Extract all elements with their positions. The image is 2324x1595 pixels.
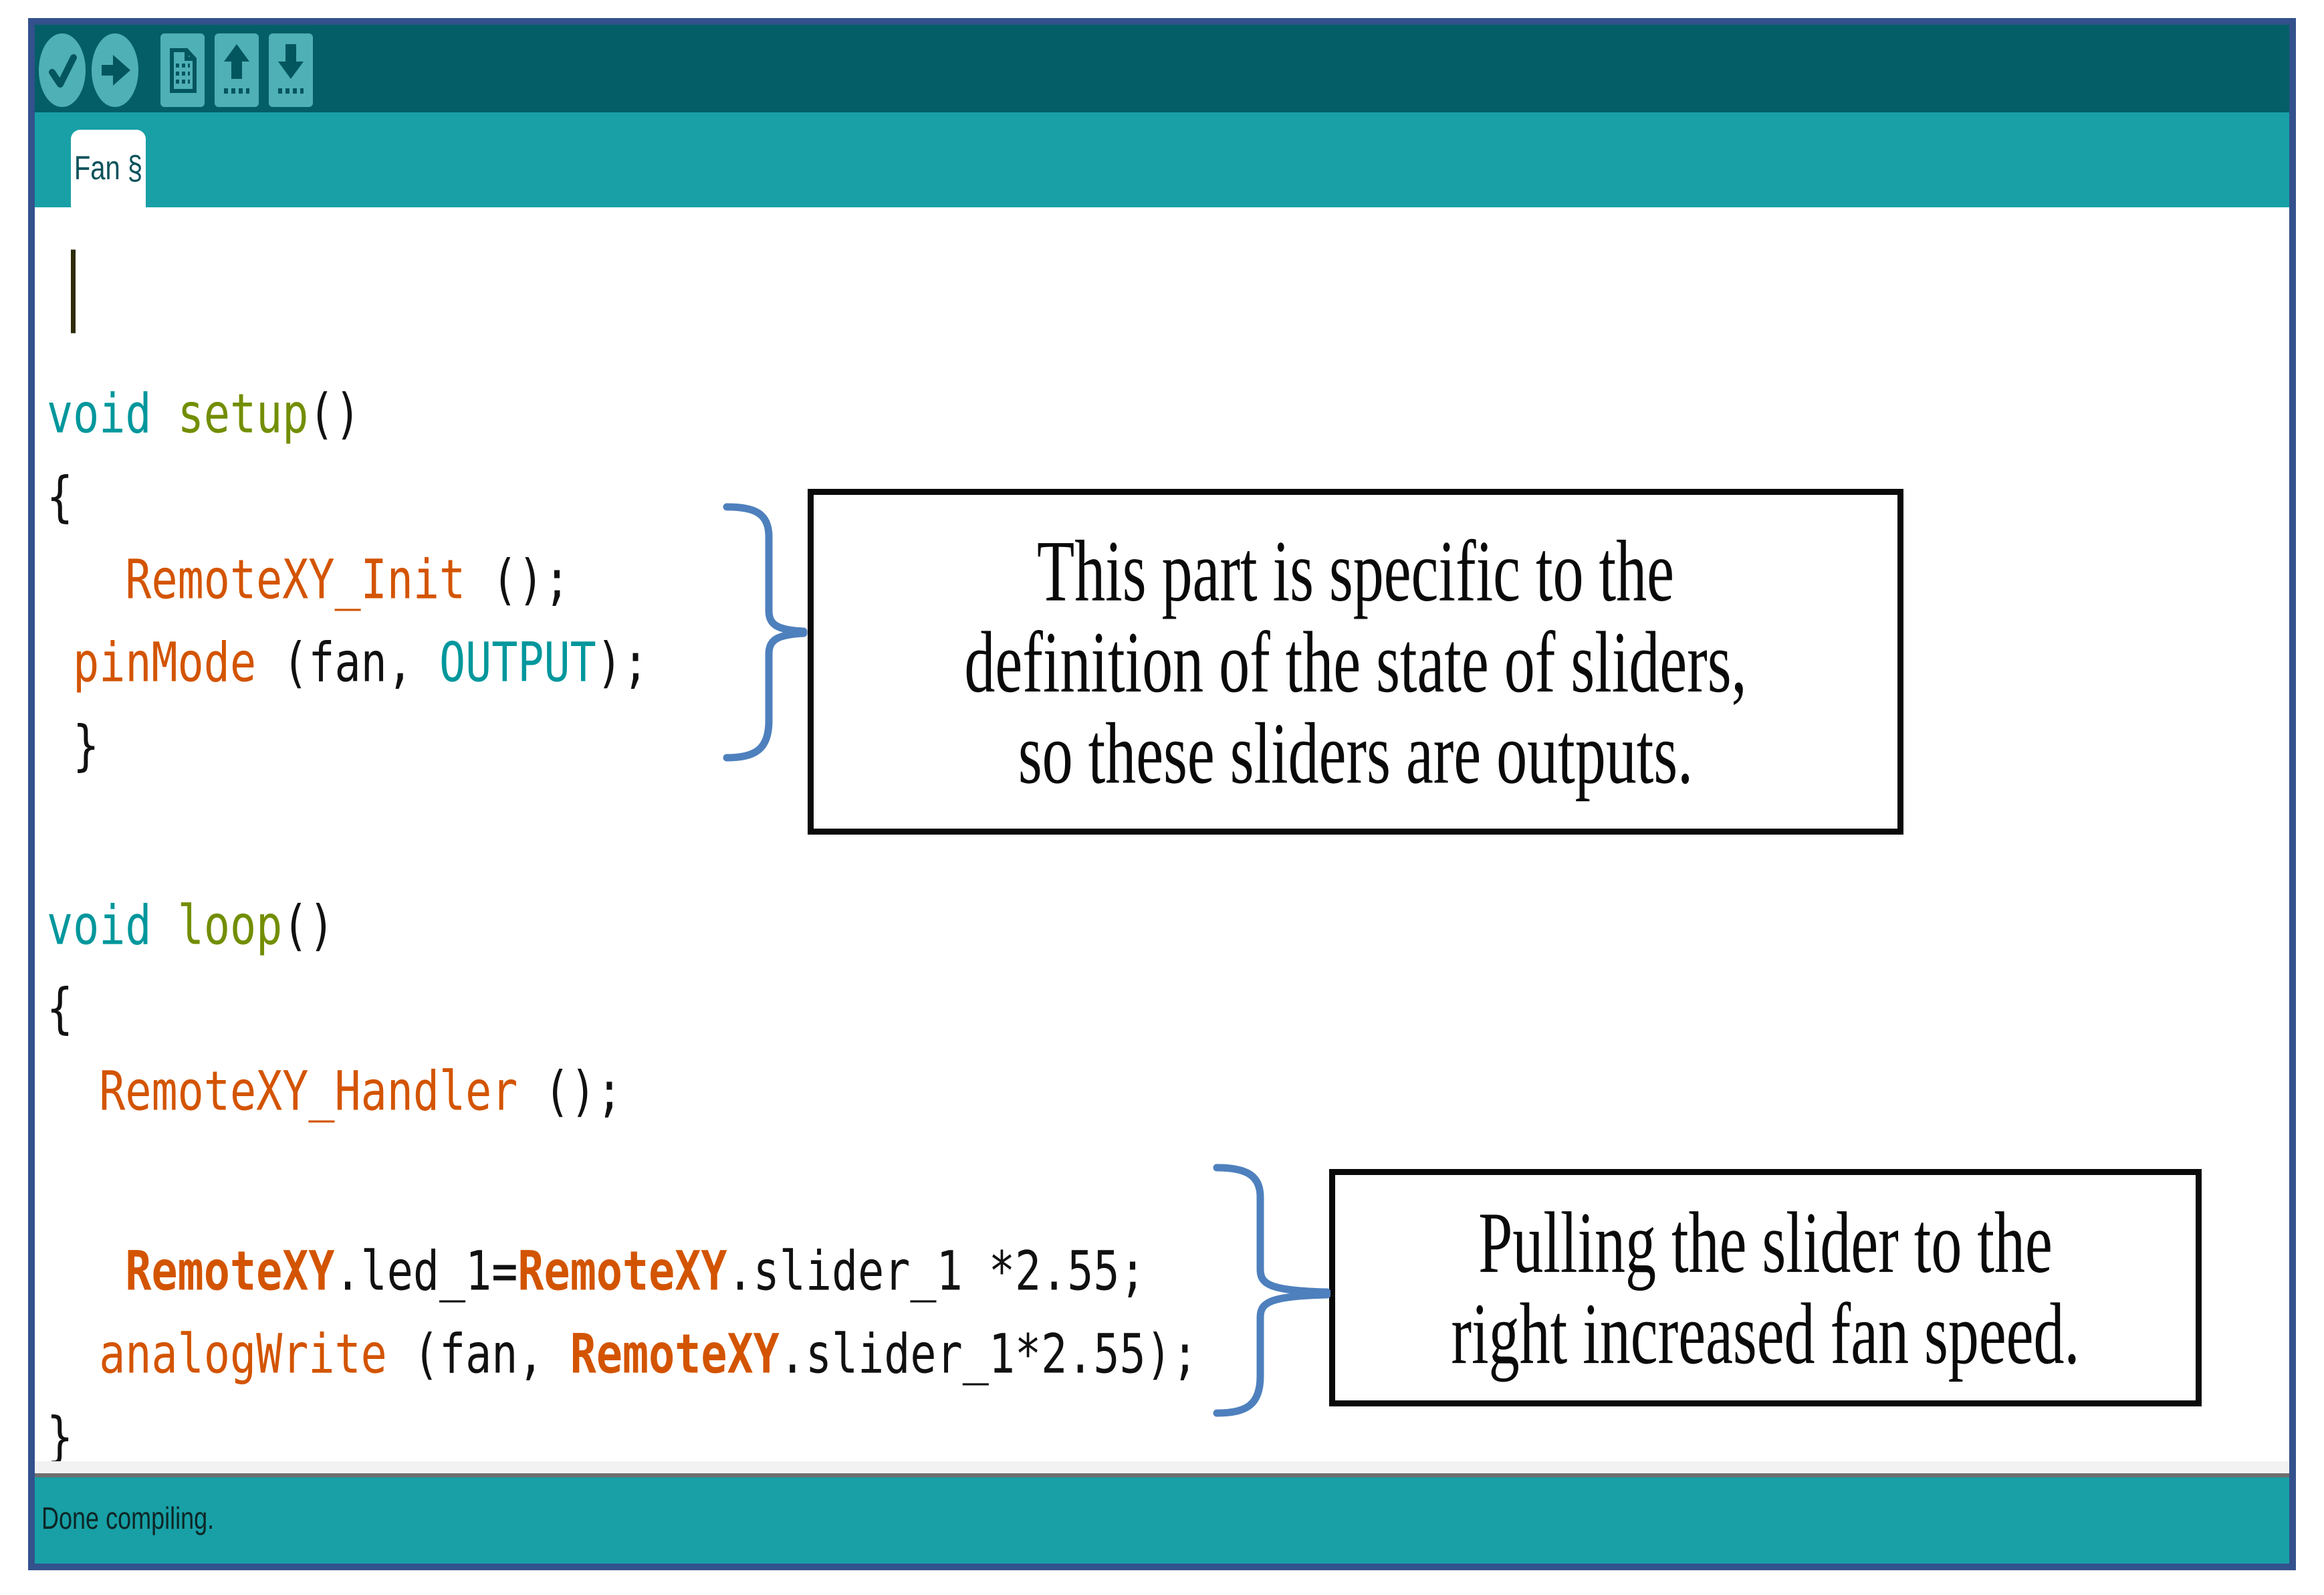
tab-bar: Fan § (35, 112, 2289, 207)
toolbar (35, 25, 2289, 112)
code-line: RemoteXY_Init (); (47, 529, 2289, 633)
code-token: { (47, 465, 74, 529)
upload-button[interactable] (92, 33, 138, 107)
code-token: } (47, 1406, 74, 1462)
curly-brace-connector-2 (1213, 1164, 1330, 1417)
code-line: void setup() (47, 363, 2289, 467)
code-token (47, 1323, 99, 1386)
code-token: .slider_1 *2.55; (727, 1240, 1146, 1303)
code-token: (fan, (256, 631, 440, 695)
code-line (47, 237, 2289, 341)
code-token: () (282, 894, 335, 958)
code-token: analogWrite (99, 1323, 387, 1386)
status-message: Done compiling. (41, 1500, 215, 1536)
code-token: RemoteXY (570, 1323, 780, 1386)
divider-line (35, 1473, 2289, 1477)
code-token: .led_1= (334, 1240, 518, 1303)
code-line: RemoteXY_Handler (); (47, 1041, 2289, 1144)
check-icon (39, 33, 86, 107)
code-token: .slider_1*2.55); (779, 1323, 1198, 1386)
code-token (47, 549, 125, 612)
annotation-line: This part is specific to the (1037, 522, 1674, 619)
code-token: RemoteXY (125, 1240, 335, 1303)
code-token: (); (517, 1060, 622, 1124)
document-icon (160, 33, 205, 107)
text-cursor (71, 249, 76, 334)
code-line: pinMode (fan, OUTPUT); (47, 612, 2289, 716)
code-token: (fan, (386, 1323, 570, 1386)
tab-label: Fan § (74, 149, 143, 187)
code-line: } (47, 695, 2289, 799)
code-token (47, 632, 73, 695)
save-button[interactable] (269, 33, 313, 107)
code-token (47, 1241, 125, 1303)
code-token: pinMode (73, 631, 257, 695)
new-sketch-button[interactable] (160, 33, 205, 107)
verify-button[interactable] (39, 33, 86, 107)
code-token: (); (465, 548, 570, 612)
arrow-right-icon (92, 33, 138, 107)
code-token: void (47, 383, 152, 446)
code-token: RemoteXY_Init (125, 548, 466, 612)
code-token: ); (596, 631, 649, 695)
code-line: { (47, 958, 2289, 1061)
annotation-line: so these sliders are outputs. (1018, 704, 1694, 802)
arrow-up-icon (215, 33, 259, 107)
status-bar: Done compiling. (35, 1477, 2289, 1564)
code-token: void (47, 894, 152, 958)
code-token: { (47, 977, 74, 1041)
code-line: analogWrite (fan, RemoteXY.slider_1*2.55… (47, 1303, 2289, 1407)
code-line: } (47, 1386, 2289, 1462)
arrow-down-icon (269, 33, 313, 107)
arduino-ide-window: Fan § void setup(){ RemoteXY_Init (); pi… (28, 18, 2296, 1570)
annotation-line: right increased fan speed. (1451, 1285, 2080, 1382)
code-token (47, 1061, 99, 1124)
code-token: OUTPUT (439, 631, 596, 695)
code-token: RemoteXY_Handler (99, 1060, 518, 1124)
code-token: } (47, 714, 100, 778)
curly-brace-connector-1 (723, 503, 808, 762)
code-token (152, 383, 178, 446)
code-token: RemoteXY (517, 1240, 727, 1303)
annotation-line: definition of the state of sliders, (964, 613, 1747, 710)
code-line: { (47, 446, 2289, 550)
code-token: loop (177, 894, 283, 958)
code-line: void loop() (47, 875, 2289, 978)
code-token: () (308, 383, 361, 446)
editor-console-divider (35, 1461, 2289, 1473)
tab-fan[interactable]: Fan § (71, 130, 146, 207)
code-line: RemoteXY.led_1=RemoteXY.slider_1 *2.55; (47, 1220, 2289, 1324)
code-token (152, 895, 178, 958)
code-token: setup (177, 383, 309, 446)
open-button[interactable] (215, 33, 259, 107)
annotation-line: Pulling the slider to the (1478, 1193, 2053, 1291)
